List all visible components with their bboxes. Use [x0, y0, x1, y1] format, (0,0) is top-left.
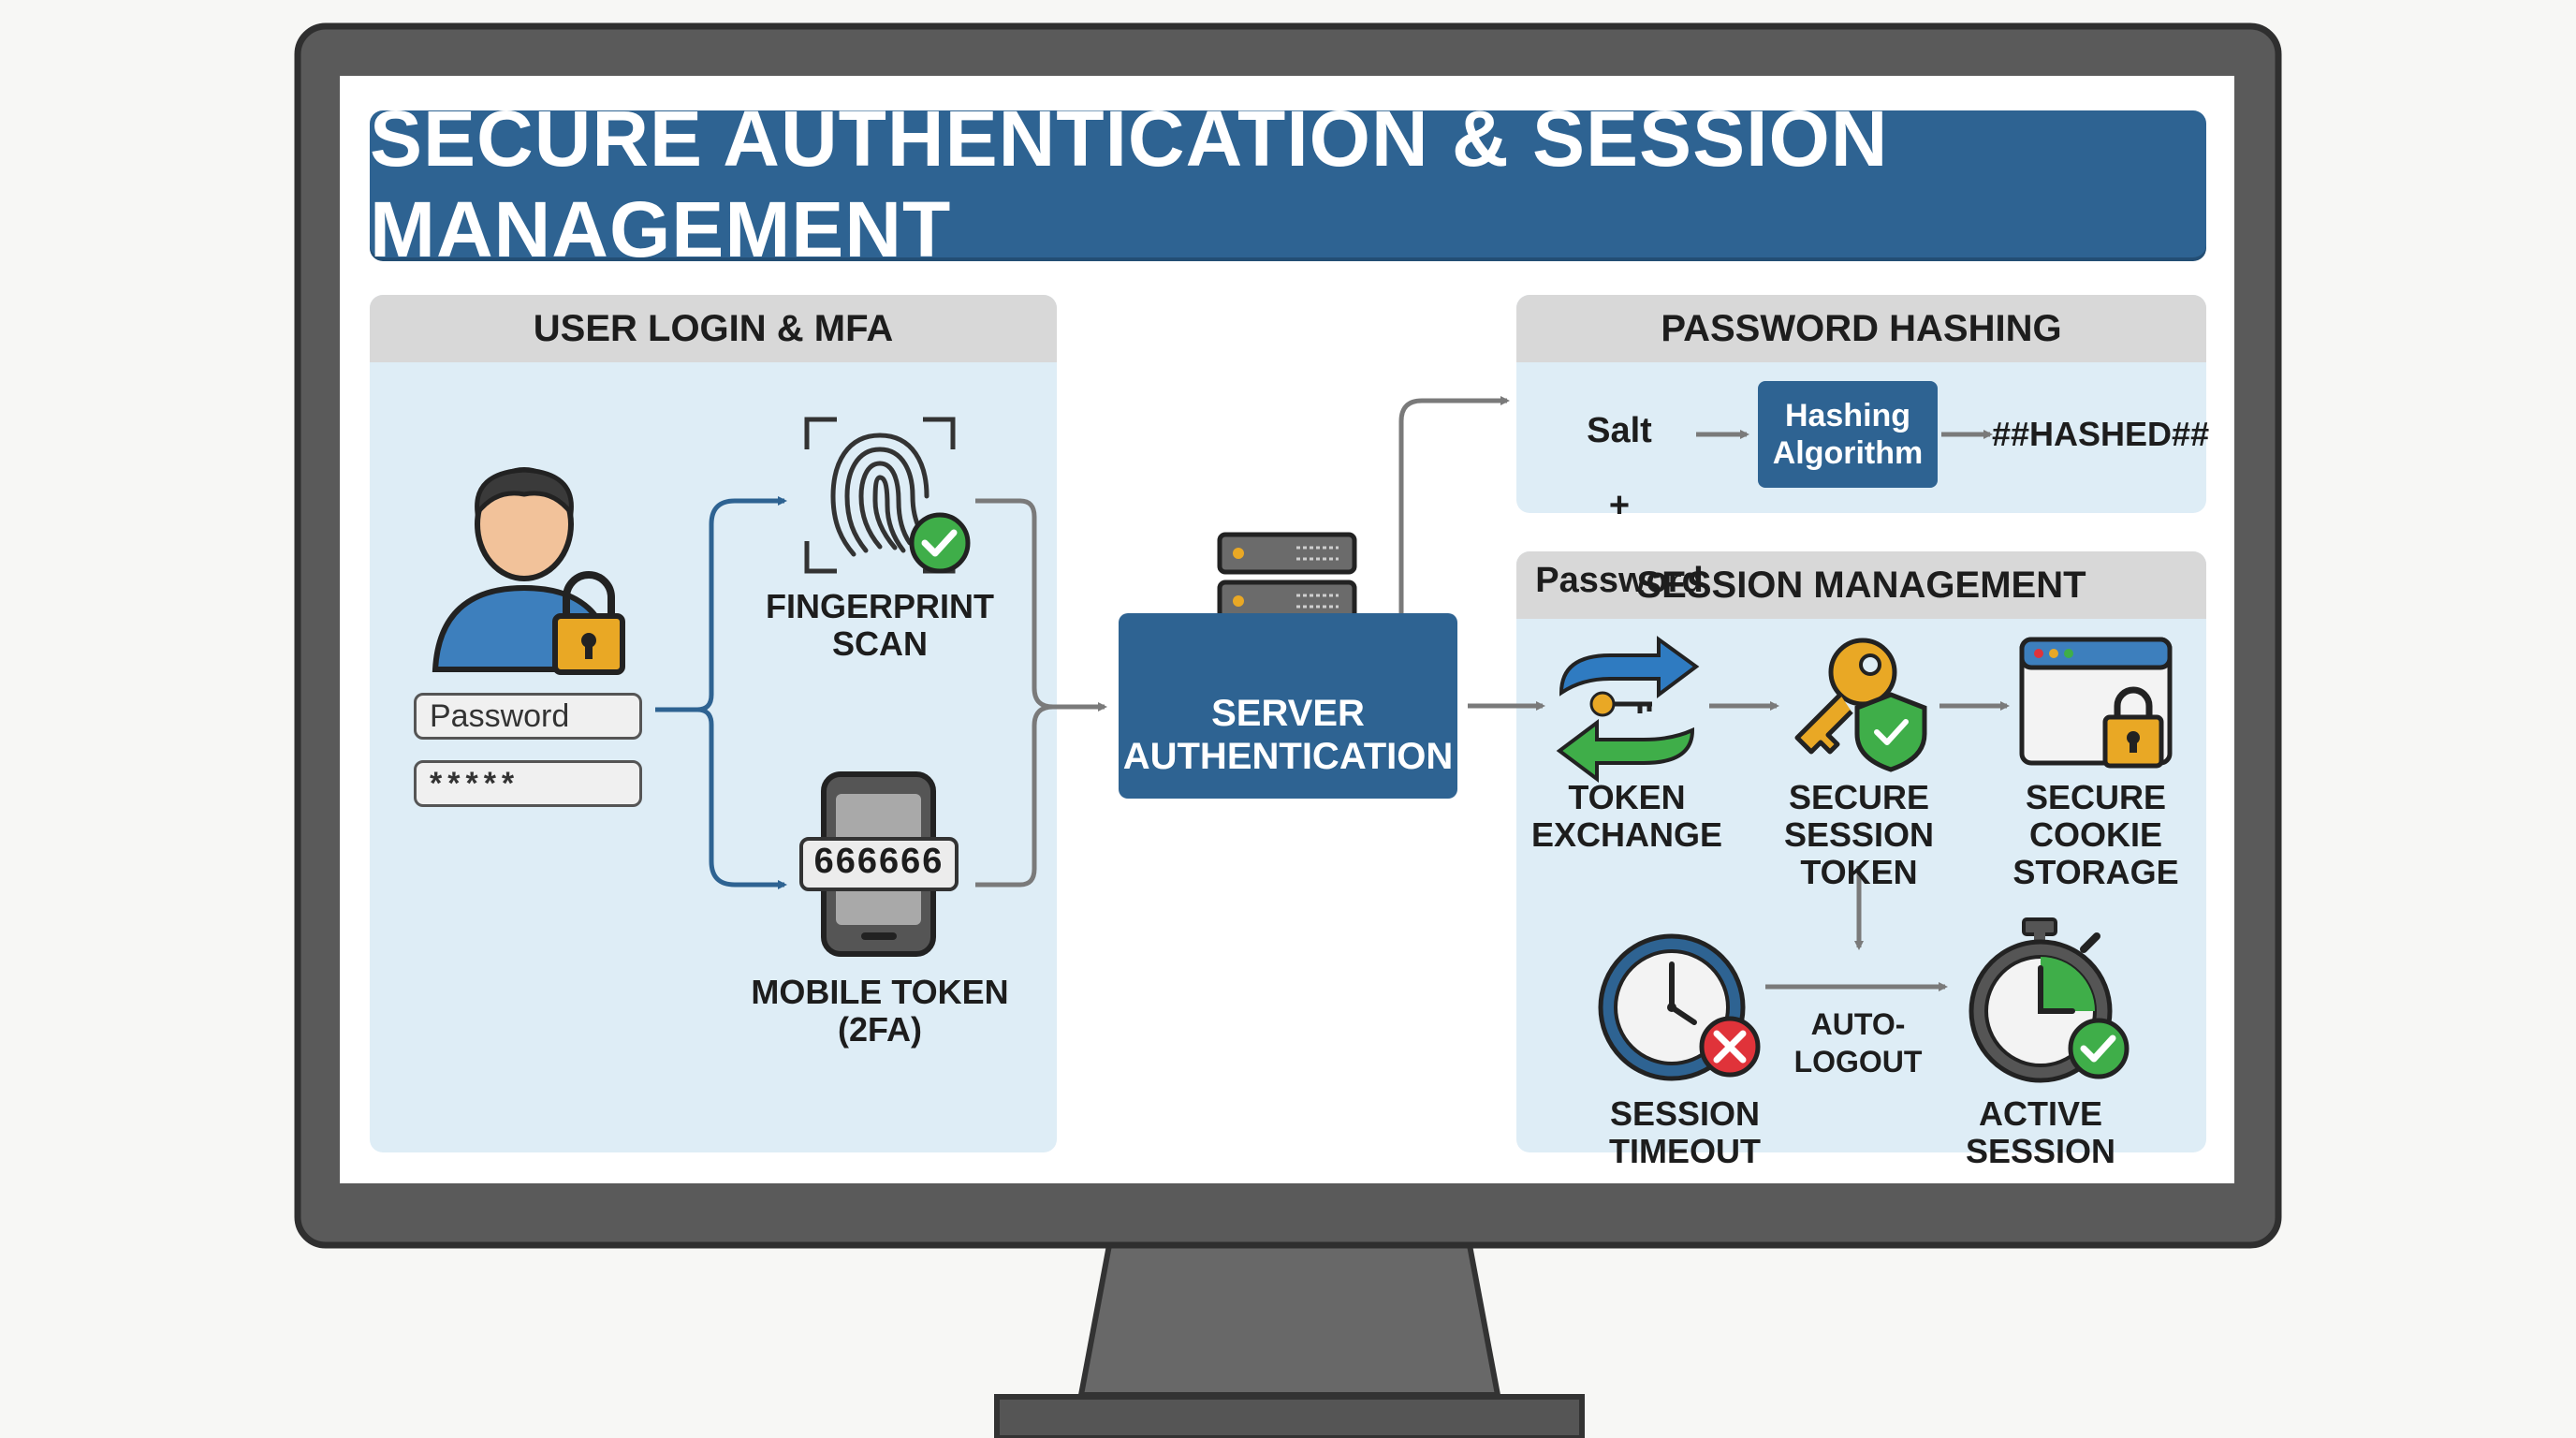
hash-output: ##HASHED## [1992, 415, 2210, 453]
secure-session-token-label: SECURE SESSION TOKEN [1783, 778, 1935, 891]
hash-input-plus: + [1608, 486, 1631, 525]
password-value-field: ***** [414, 760, 642, 807]
key-icon [1794, 638, 1897, 755]
check-icon [2068, 1018, 2130, 1079]
mobile-token-code: 666666 [813, 842, 944, 881]
server-authentication-box: SERVER AUTHENTICATION [1119, 613, 1457, 799]
hashing-algorithm-box: Hashing Algorithm [1758, 381, 1938, 488]
hashing-panel-header: PASSWORD HASHING [1516, 295, 2206, 362]
hashing-algorithm-line1: Hashing [1784, 398, 1911, 433]
hash-input-password: Password [1535, 561, 1704, 600]
shield-icon [1854, 692, 1927, 772]
fingerprint-icon [804, 417, 956, 574]
server-label-1: SERVER [1211, 693, 1365, 734]
session-panel-header: SESSION MANAGEMENT [1516, 551, 2206, 619]
fingerprint-label: FINGERPRINT SCAN [765, 587, 994, 663]
hash-input-salt: Salt [1587, 411, 1652, 450]
hashing-algorithm-line2: Algorithm [1772, 435, 1924, 471]
mobile-token-label: MOBILE TOKEN (2FA) [751, 973, 1009, 1049]
close-icon [1699, 1016, 1761, 1078]
auto-logout-label: AUTO-LOGOUT [1793, 1007, 1923, 1078]
hash-input: Salt + Password [1535, 374, 1704, 637]
page-title: SECURE AUTHENTICATION & SESSION MANAGEME… [370, 95, 2206, 273]
exchange-icon [1556, 636, 1700, 783]
lock-icon [552, 571, 625, 675]
login-panel-header: USER LOGIN & MFA [370, 295, 1057, 362]
password-field: Password [414, 693, 642, 740]
active-session-label: ACTIVE SESSION [1965, 1094, 2116, 1170]
session-timeout-label: SESSION TIMEOUT [1609, 1094, 1761, 1170]
token-exchange-label: TOKEN EXCHANGE [1530, 778, 1723, 854]
phone-icon [799, 771, 959, 957]
secure-cookie-storage-label: SECURE COOKIE STORAGE [2012, 778, 2179, 891]
check-icon [909, 512, 971, 574]
server-label-2: AUTHENTICATION [1122, 736, 1454, 777]
browser-icon [2019, 637, 2173, 769]
